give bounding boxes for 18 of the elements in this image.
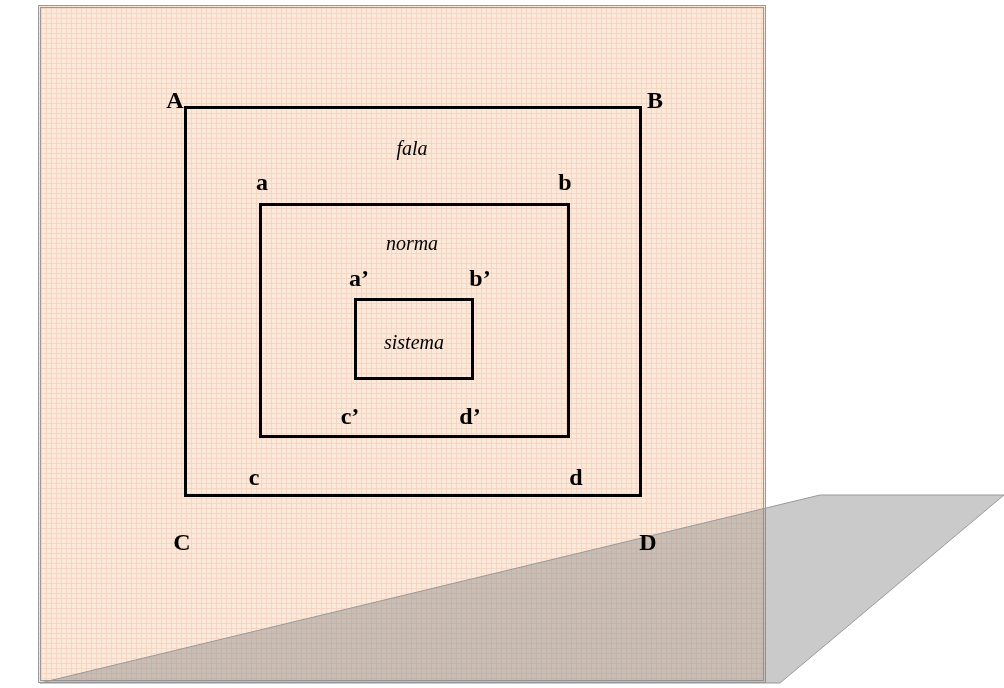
- box-label: sistema: [384, 331, 444, 354]
- corner-letter: D: [639, 528, 657, 556]
- box-label: fala: [396, 137, 428, 160]
- corner-letter: d: [569, 463, 583, 491]
- corner-letter: a: [256, 168, 268, 196]
- nested-box: [354, 298, 474, 380]
- nested-box: [259, 203, 570, 438]
- corner-letter: d’: [459, 402, 481, 430]
- corner-letter: C: [173, 528, 191, 556]
- corner-letter: b’: [469, 264, 491, 292]
- corner-letter: b: [558, 168, 572, 196]
- corner-letter: c’: [340, 402, 360, 430]
- corner-letter: a’: [349, 264, 369, 292]
- corner-letter: c: [248, 463, 260, 491]
- corner-letter: B: [647, 86, 663, 114]
- corner-letter: A: [166, 86, 184, 114]
- box-label: norma: [385, 232, 439, 255]
- nested-box: [184, 106, 642, 497]
